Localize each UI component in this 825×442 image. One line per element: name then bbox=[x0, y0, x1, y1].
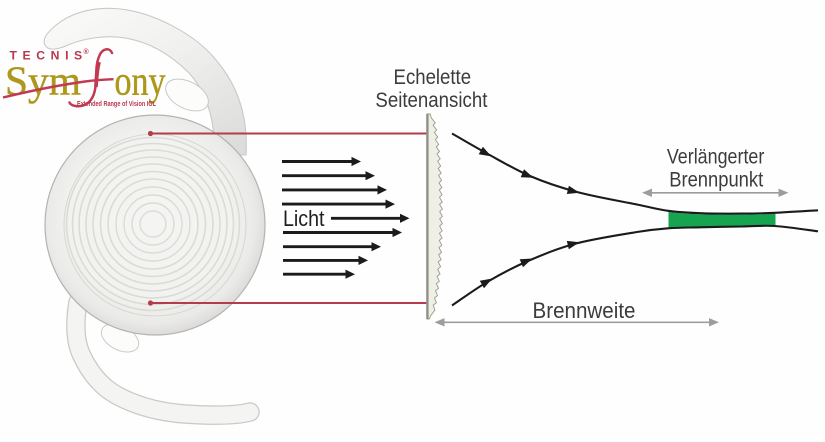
svg-text:Seitenansicht: Seitenansicht bbox=[375, 89, 487, 112]
svg-text:TECNIS: TECNIS bbox=[10, 49, 88, 63]
svg-text:ony: ony bbox=[115, 58, 166, 104]
svg-text:Verlängerter: Verlängerter bbox=[667, 144, 765, 168]
svg-text:Brennpunkt: Brennpunkt bbox=[669, 167, 763, 191]
svg-text:Extended Range of Vision IOL: Extended Range of Vision IOL bbox=[77, 99, 156, 108]
svg-text:Sym: Sym bbox=[5, 58, 81, 104]
svg-text:Licht: Licht bbox=[283, 206, 325, 231]
svg-text:Echelette: Echelette bbox=[394, 66, 472, 89]
svg-text:®: ® bbox=[84, 48, 90, 56]
svg-text:Brennweite: Brennweite bbox=[533, 298, 636, 323]
